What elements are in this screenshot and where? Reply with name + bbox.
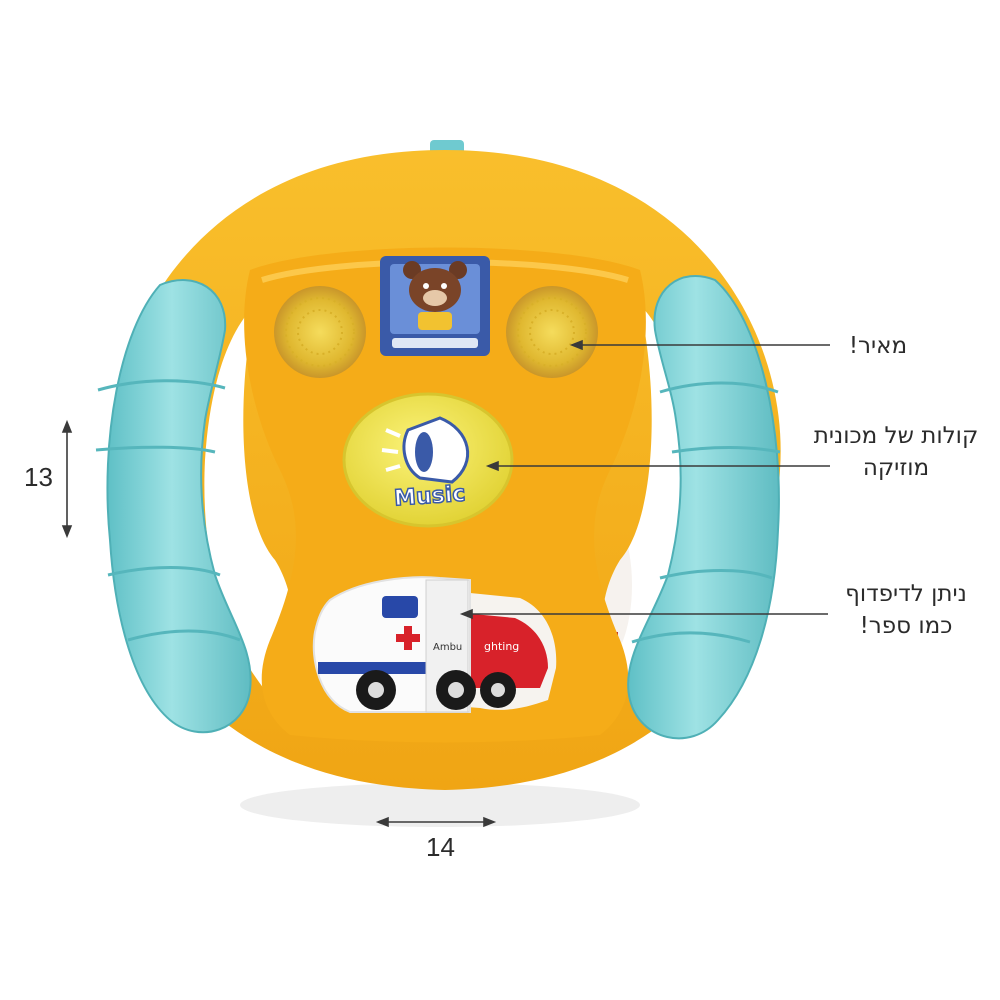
left-light — [274, 286, 366, 378]
music-button-label: Music — [393, 482, 466, 512]
flip-label-line2: כמו ספר! — [859, 613, 953, 639]
fire-truck-body — [452, 612, 548, 688]
bear-body — [418, 312, 452, 330]
ambulance-cross — [396, 626, 420, 650]
left-grip-ridge-2 — [95, 445, 216, 454]
ambulance-hub-right — [448, 682, 464, 698]
speaker-wave — [381, 428, 401, 472]
right-grip-ridge-3 — [659, 569, 773, 580]
ambulance-text: Ambu — [433, 642, 462, 653]
ambulance-hub-left — [368, 682, 384, 698]
left-grip-ridge-1 — [97, 379, 226, 392]
left-light-dots — [285, 297, 355, 367]
fire-truck-hub — [491, 683, 505, 697]
music-label-line1: קולות של מכונית — [813, 423, 979, 449]
lights-label: מאיר! — [838, 330, 918, 362]
right-grip-ridge-1 — [659, 381, 779, 394]
lights-label-text: מאיר! — [848, 333, 908, 359]
fire-truck-text: ghting — [484, 640, 519, 653]
ambulance-window — [382, 596, 418, 618]
height-value: 13 — [24, 462, 53, 492]
height-arrow-bottom — [61, 525, 73, 539]
bear-badge-buttons — [392, 338, 478, 348]
left-light-dots-2 — [297, 309, 343, 355]
floor-shadow — [240, 783, 640, 827]
music-label: קולות של מכונית מוזיקה — [800, 420, 992, 484]
right-grip — [627, 275, 780, 740]
bear-eye-right — [441, 283, 447, 289]
right-light-dots-2 — [529, 309, 575, 355]
callout-arrows — [459, 339, 830, 620]
right-light-dots — [517, 297, 587, 367]
dimension-lines — [61, 419, 497, 828]
width-arrow-left — [375, 816, 389, 828]
lights-arrow-head — [569, 339, 583, 351]
speaker-cone — [415, 432, 433, 472]
right-grip-ridge-2 — [671, 446, 781, 454]
flip-label-line1: ניתן לדיפדוף — [845, 581, 967, 607]
music-arrow-head — [485, 460, 499, 472]
left-grip-ridge-4 — [127, 629, 241, 642]
height-arrow-top — [61, 419, 73, 433]
bear-muzzle — [423, 290, 447, 306]
right-grip-ridge-4 — [631, 631, 751, 644]
flip-arrow-head — [459, 608, 473, 620]
width-value: 14 — [426, 832, 455, 862]
music-label-line2: מוזיקה — [862, 455, 930, 481]
bear-ear-right — [449, 261, 467, 279]
left-grip-ridge-3 — [107, 566, 221, 577]
right-light — [506, 286, 598, 378]
bear-eye-left — [423, 283, 429, 289]
width-arrow-right — [483, 816, 497, 828]
flip-label: ניתן לדיפדוף כמו ספר! — [820, 578, 992, 642]
left-grip — [106, 279, 252, 734]
bear-ear-left — [403, 261, 421, 279]
